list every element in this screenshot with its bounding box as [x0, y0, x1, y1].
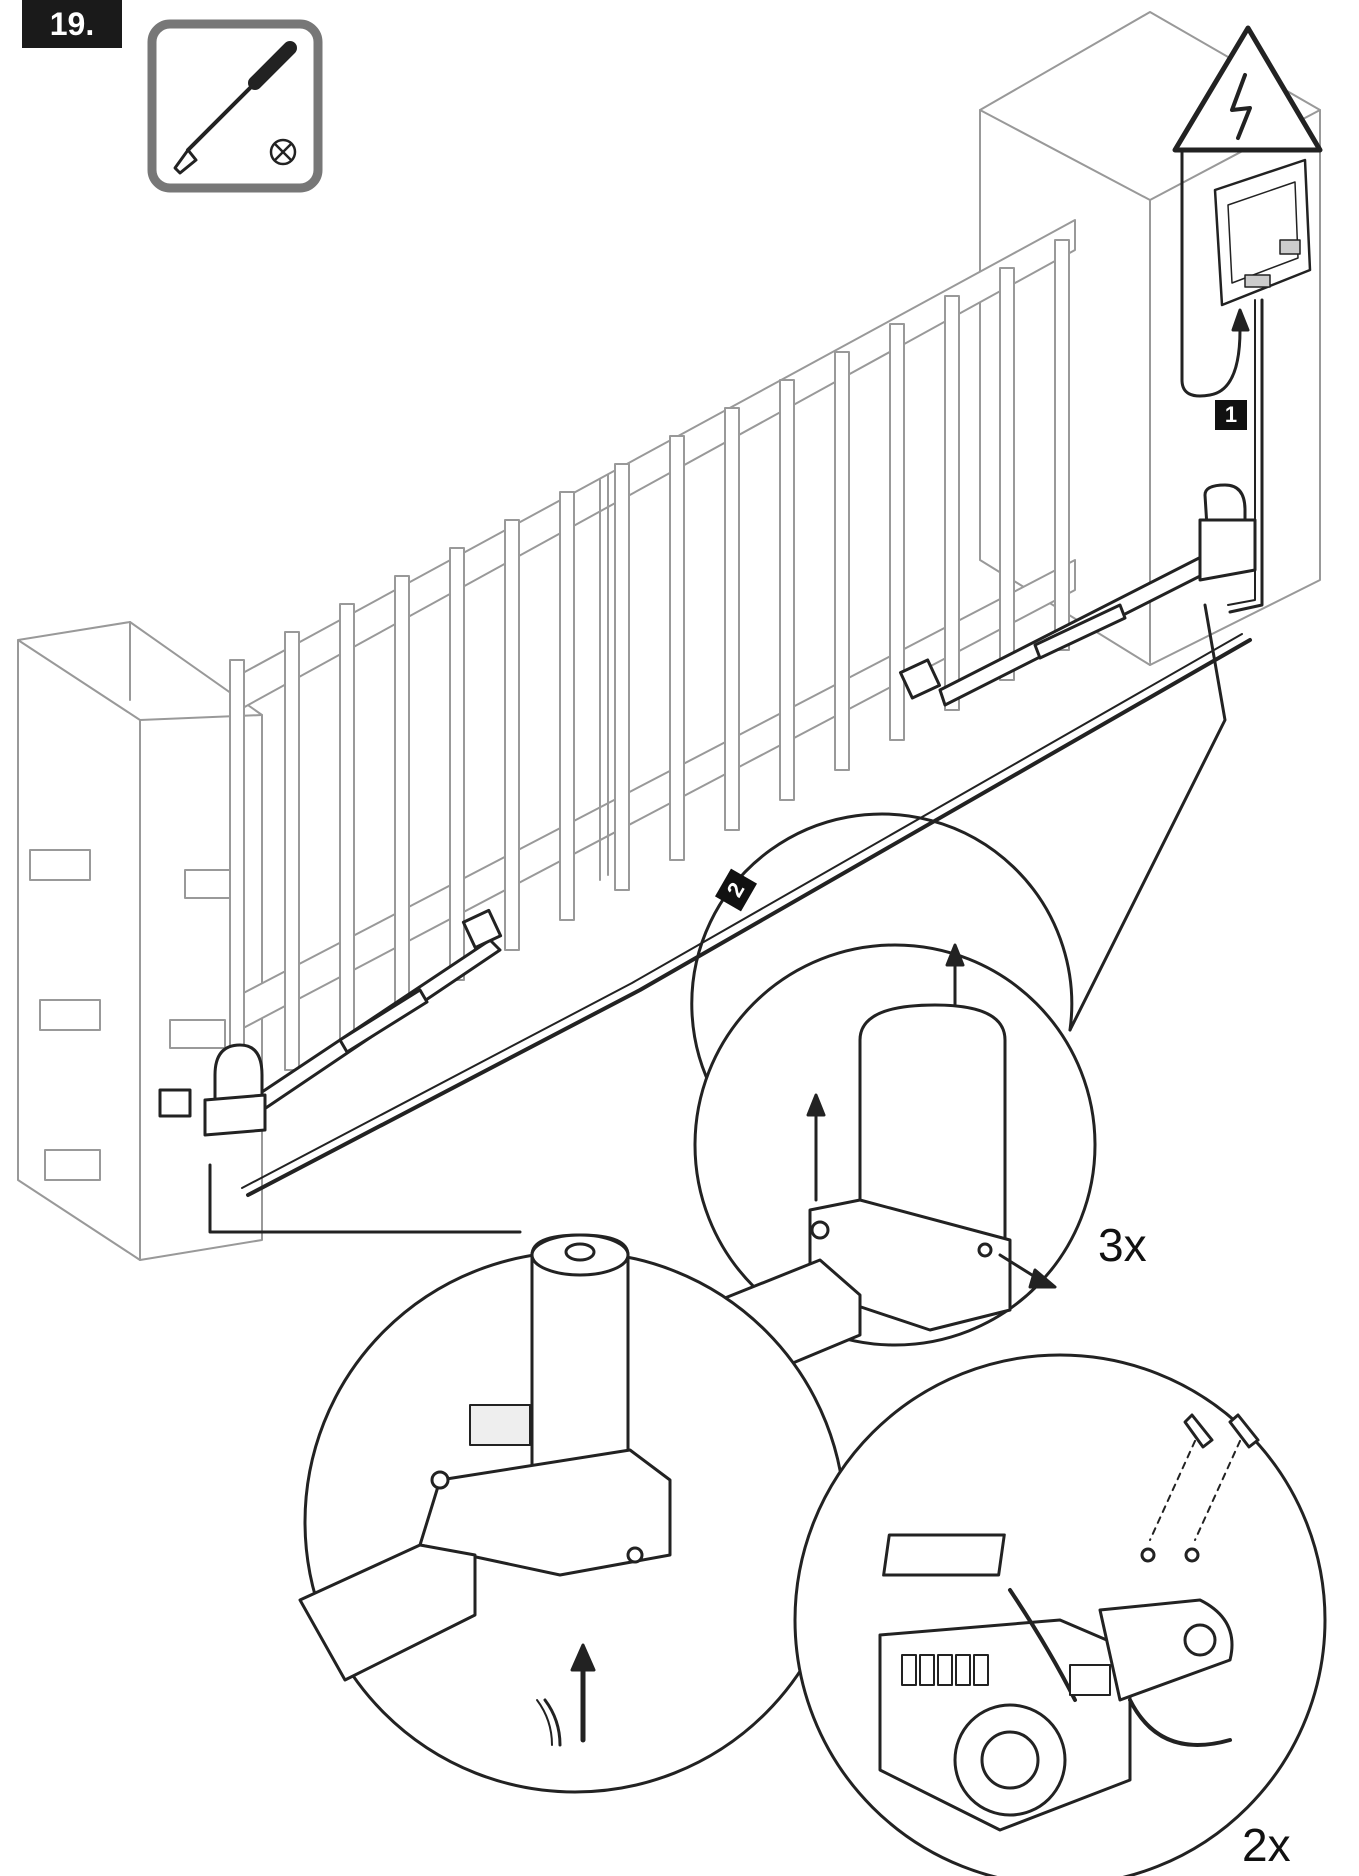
- cable-1: [1228, 298, 1264, 614]
- power-cable: [1180, 148, 1242, 398]
- cable-1-label: 1: [1215, 400, 1247, 430]
- control-box: [1213, 158, 1312, 307]
- gate-picket: [339, 603, 355, 1041]
- cover-screws-count: 3x: [1098, 1219, 1147, 1271]
- gate-picket: [669, 435, 685, 861]
- callout-left: [208, 1163, 522, 1234]
- plate-screws-count: 2x: [1242, 1819, 1291, 1871]
- gate-picket: [724, 407, 740, 831]
- callout-right: [1068, 603, 1227, 1032]
- gate-picket: [944, 295, 960, 711]
- left-operator: [158, 908, 503, 1137]
- screwdriver-icon: [147, 19, 323, 193]
- gate-pickets: [229, 239, 1070, 1101]
- electric-hazard-icon: [1172, 25, 1323, 153]
- gate-picket: [449, 547, 465, 981]
- detail-cable-entry: [298, 1233, 847, 1794]
- gate-picket: [1054, 239, 1070, 651]
- gate-picket: [999, 267, 1015, 681]
- gate-picket: [834, 351, 850, 771]
- gate-picket: [614, 463, 630, 891]
- gate-picket: [889, 323, 905, 741]
- gate-picket: [504, 519, 520, 951]
- cable-2: [246, 638, 1252, 1197]
- gate-picket: [394, 575, 410, 1011]
- gate-picket: [284, 631, 300, 1071]
- arrow-icon: [1231, 308, 1250, 332]
- detail-plate-screws: [793, 1353, 1327, 1876]
- left-pillar: [17, 621, 263, 1261]
- right-operator: [898, 483, 1257, 707]
- gate-picket: [559, 491, 575, 921]
- gate-picket: [779, 379, 795, 801]
- step-number: 19.: [22, 0, 122, 48]
- gate-picket: [229, 659, 245, 1101]
